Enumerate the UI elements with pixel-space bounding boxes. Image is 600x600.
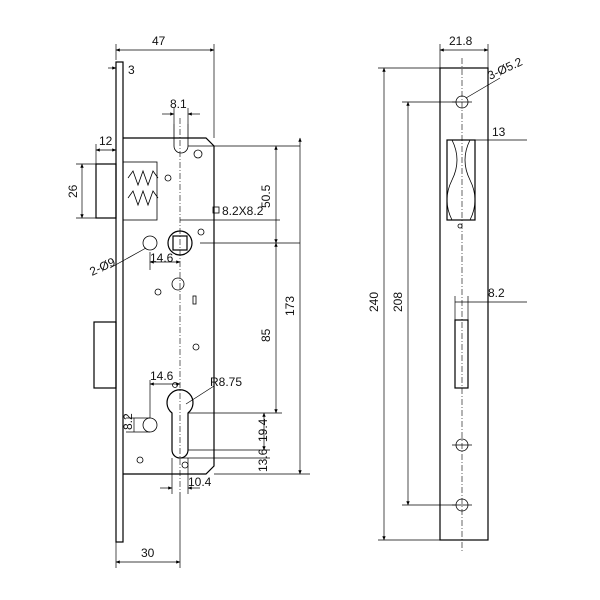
dim-cylinder-lower: 13.6	[256, 448, 270, 472]
front-dimensions: 47 3 8.1 12 26 50.5 8.2X8.2 173 2-Ø9 14.…	[66, 34, 310, 568]
case-rivet-7	[172, 382, 178, 388]
bolt-slot	[454, 319, 469, 389]
dim-total-case-height: 173	[283, 296, 297, 316]
dim-total-length: 240	[367, 292, 381, 312]
case-rivet-4	[192, 343, 200, 351]
square-symbol	[212, 206, 220, 214]
front-view	[93, 61, 215, 543]
dead-bolt	[93, 321, 117, 389]
latch-tail	[122, 161, 158, 221]
case-rivet	[164, 174, 172, 182]
cylinder-fixing-hole	[142, 417, 158, 433]
dim-cylinder-radius: R8.75	[210, 375, 242, 389]
side-dimensions: 21.8 3-Ø5.2 13 240 208 8.2	[367, 34, 527, 541]
dim-latch-slot-width: 13	[492, 125, 506, 139]
side-view	[439, 58, 489, 552]
dim-hole-offset: 14.6	[150, 251, 174, 265]
front-faceplate	[115, 61, 124, 543]
follower-slot	[173, 124, 189, 154]
case-slot	[192, 295, 197, 305]
dim-cylinder-width: 10.4	[188, 475, 212, 489]
dim-faceplate-thickness: 3	[128, 63, 135, 77]
latch-slot	[446, 139, 476, 221]
small-rivet	[457, 223, 463, 229]
case-rivet-3	[197, 228, 205, 236]
dim-cylinder-offset: 14.6	[150, 369, 174, 383]
dim-square-spindle: 8.2X8.2	[222, 204, 264, 218]
dim-mount-holes: 2-Ø9	[87, 255, 117, 279]
dim-latch-height: 26	[66, 184, 80, 198]
case-rivet-2	[154, 288, 162, 296]
latch-bolt	[95, 163, 117, 219]
dim-cylinder-height: 19.4	[256, 418, 270, 442]
case-rivet-5	[136, 456, 144, 464]
dim-total-depth: 47	[152, 34, 166, 48]
mount-hole-upper	[142, 235, 158, 251]
cylinder-cutout	[166, 389, 194, 459]
dim-latch-projection: 12	[99, 134, 113, 148]
latch-spring	[127, 169, 159, 207]
dim-cylinder-hole: 8.2	[121, 413, 135, 430]
dim-backset: 30	[141, 546, 155, 560]
dim-follower-width: 8.1	[170, 97, 187, 111]
dim-screw-holes: 3-Ø5.2	[485, 54, 524, 82]
dim-hole-spacing: 208	[391, 292, 405, 312]
dim-follower-to-center: 50.5	[259, 184, 273, 208]
side-faceplate	[439, 67, 489, 541]
latch-shape	[446, 139, 476, 221]
dim-faceplate-width: 21.8	[449, 34, 473, 48]
lock-case	[123, 137, 215, 475]
case-rivet-6	[181, 461, 189, 469]
mount-hole-lower	[171, 277, 185, 291]
dim-spindle-to-cylinder: 85	[259, 328, 273, 342]
dim-bolt-slot-width: 8.2	[488, 286, 505, 300]
case-screw-hole	[193, 149, 203, 159]
